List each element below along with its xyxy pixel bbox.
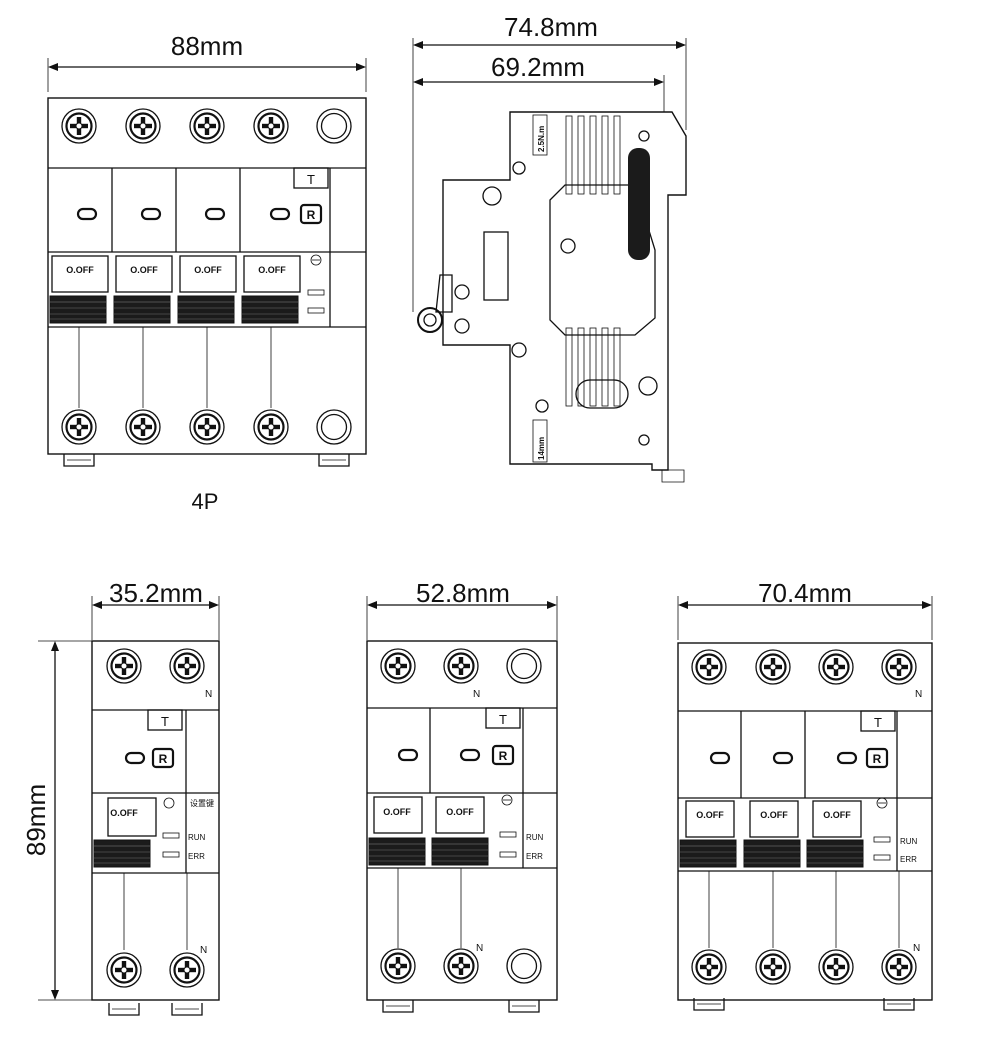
model-label-4p: 4P	[192, 489, 219, 514]
reset-button-1p: R	[159, 752, 168, 766]
width-label-3p: 70.4mm	[758, 578, 852, 608]
off-label-3p-1: O.OFF	[696, 810, 724, 820]
run-label-3p: RUN	[900, 837, 918, 846]
dimension-height: 89mm	[21, 640, 92, 1001]
handles-4p: O.OFF O.OFF O.OFF O.OFF	[49, 255, 301, 324]
neutral-label-1p-top: N	[205, 689, 212, 700]
run-label-1p: RUN	[188, 833, 206, 842]
off-label-3p-3: O.OFF	[823, 810, 851, 820]
side-view: 74.8mm 69.2mm	[412, 12, 687, 483]
test-button-1p: T	[161, 714, 169, 729]
front-view-4p: 88mm T R O.OFF O.OFF O.OFF O.OFF	[47, 31, 367, 514]
set-key-label: 设置键	[190, 798, 214, 808]
front-view-2p: 52.8mm T N R O.OFF O.OFF RUN ERR N	[366, 578, 558, 1013]
reset-button-2p: R	[499, 749, 508, 763]
off-label-4: O.OFF	[258, 265, 286, 275]
off-label-1: O.OFF	[66, 265, 94, 275]
width-label-4p: 88mm	[171, 31, 243, 61]
width-label-2p: 52.8mm	[416, 578, 510, 608]
neutral-label-1p-bottom: N	[200, 945, 207, 956]
rotary-knob	[417, 274, 453, 333]
reset-button-3p: R	[873, 752, 882, 766]
reset-button-4p: R	[307, 208, 316, 222]
test-button-3p: T	[874, 715, 882, 730]
test-button-4p: T	[307, 172, 315, 187]
height-label: 89mm	[21, 784, 51, 856]
vent-slots-bottom	[565, 327, 621, 407]
strip-label: 14mm	[537, 437, 546, 460]
neutral-label-3p-top: N	[915, 689, 922, 700]
dimension-side-total: 74.8mm	[412, 12, 687, 312]
neutral-label-2p-bottom: N	[476, 943, 483, 954]
dimension-4p-width: 88mm	[47, 31, 367, 92]
off-label-2p-1: O.OFF	[383, 807, 411, 817]
depth-body-label: 69.2mm	[491, 52, 585, 82]
off-label-2p-2: O.OFF	[446, 807, 474, 817]
run-label-2p: RUN	[526, 833, 544, 842]
dimension-2p-width: 52.8mm	[366, 578, 558, 640]
neutral-label-2p-top: N	[473, 689, 480, 700]
dimension-side-body: 69.2mm	[413, 52, 665, 130]
off-label-3p-2: O.OFF	[760, 810, 788, 820]
off-label-2: O.OFF	[130, 265, 158, 275]
width-label-1p: 35.2mm	[109, 578, 203, 608]
err-label-1p: ERR	[188, 852, 205, 861]
off-label-3: O.OFF	[194, 265, 222, 275]
torque-label: 2.5N.m	[537, 126, 546, 152]
neutral-label-3p-bottom: N	[913, 943, 920, 954]
vent-slots-top	[565, 115, 621, 195]
depth-total-label: 74.8mm	[504, 12, 598, 42]
off-label-1p: O.OFF	[110, 808, 138, 818]
err-label-3p: ERR	[900, 855, 917, 864]
dimension-3p-width: 70.4mm	[677, 578, 933, 640]
dimension-1p-width: 35.2mm	[91, 578, 220, 640]
front-view-3p: 70.4mm T N R O.OFF O.OFF O.OFF RUN ERR	[677, 578, 933, 1011]
err-label-2p: ERR	[526, 852, 543, 861]
front-view-1p: 35.2mm T N R O.OFF 设置键 RUN ERR N	[91, 578, 220, 1016]
test-button-2p: T	[499, 712, 507, 727]
